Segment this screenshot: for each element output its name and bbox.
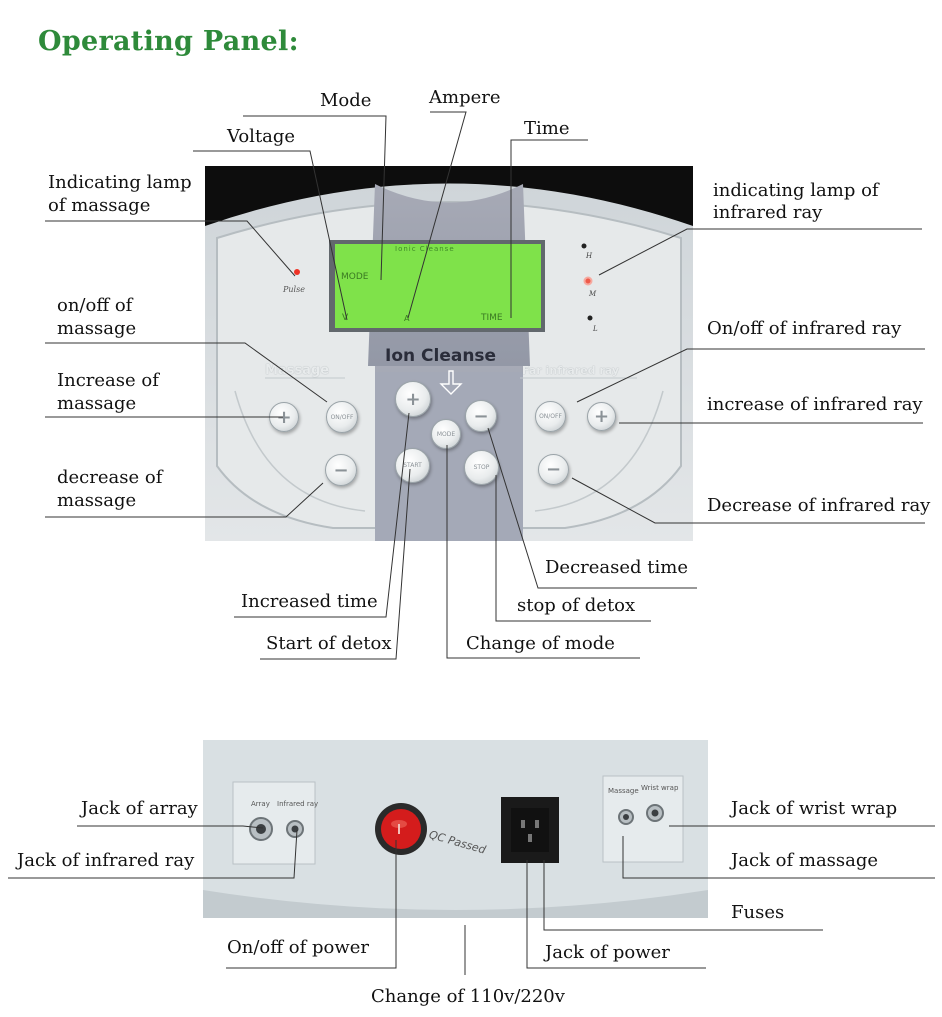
power-switch-icon[interactable]	[381, 809, 421, 849]
mode-button[interactable]: MODE	[431, 419, 461, 449]
label-decrease-massage-2: massage	[57, 490, 137, 511]
brand-label: Ion Cleanse	[385, 346, 497, 366]
back-panel-photo: Array Infrared ray Massage Wrist wrap QC…	[203, 740, 708, 918]
stop-label: STOP	[473, 464, 490, 471]
plus-icon: +	[276, 406, 292, 428]
start-label: START	[403, 462, 422, 469]
label-increase-massage-2: massage	[57, 393, 137, 414]
minus-icon: −	[545, 459, 562, 480]
label-change-mode: Change of mode	[466, 633, 615, 654]
label-decrease-massage-1: decrease of	[57, 467, 163, 488]
label-indicating-lamp-massage-2: of massage	[48, 195, 151, 216]
pulse-label: Pulse	[283, 285, 305, 294]
lcd-header: Ionic Cleanse	[395, 245, 455, 253]
page-title: Operating Panel:	[38, 26, 299, 57]
label-indicating-lamp-infrared-2: infrared ray	[713, 202, 823, 223]
massage-lamp-dot	[294, 269, 300, 275]
label-increase-infrared: increase of infrared ray	[707, 394, 923, 415]
time-plus-button[interactable]: +	[395, 381, 431, 417]
minus-icon: −	[473, 405, 489, 427]
stop-button[interactable]: STOP	[464, 450, 499, 485]
label-voltage: Voltage	[227, 126, 296, 147]
label-onoff-massage-2: massage	[57, 318, 137, 339]
label-indicating-lamp-infrared-1: indicating lamp of	[713, 180, 879, 201]
label-jack-power: Jack of power	[545, 942, 670, 963]
label-indicating-lamp-massage-1: Indicating lamp	[48, 172, 192, 193]
start-button[interactable]: START	[395, 448, 430, 483]
massage-section-label: Massage	[265, 363, 330, 378]
far-infrared-section-label: Far infrared ray	[522, 364, 620, 377]
jack-label-massage: Massage	[608, 787, 639, 795]
infrared-plus-button[interactable]: +	[587, 402, 616, 431]
label-jack-wrist: Jack of wrist wrap	[731, 798, 898, 819]
lcd-voltage-label: V	[342, 313, 349, 323]
infrared-minus-button[interactable]: −	[538, 454, 569, 485]
infrared-onoff-button[interactable]: ON/OFF	[535, 401, 566, 432]
onoff-label: ON/OFF	[539, 413, 562, 420]
front-panel-photo: Ionic Cleanse MODE V A TIME Pulse H M L …	[205, 166, 693, 541]
lamp-h-label: H	[586, 252, 593, 260]
label-start-detox: Start of detox	[266, 633, 392, 654]
massage-minus-button[interactable]: −	[325, 454, 357, 486]
jack-label-infrared: Infrared ray	[277, 800, 319, 808]
back-panel-drawing	[203, 740, 708, 918]
label-increase-massage-1: Increase of	[57, 370, 159, 391]
plus-icon: +	[593, 406, 610, 427]
label-decreased-time: Decreased time	[545, 557, 688, 578]
lcd-ampere-label: A	[404, 314, 410, 323]
label-time: Time	[524, 118, 570, 139]
label-decrease-infrared: Decrease of infrared ray	[707, 495, 931, 516]
lamp-m-label: M	[589, 290, 597, 298]
label-increased-time: Increased time	[241, 591, 378, 612]
label-stop-detox: stop of detox	[517, 595, 636, 616]
label-onoff-infrared: On/off of infrared ray	[707, 318, 902, 339]
plus-icon: +	[405, 388, 421, 410]
lcd-time-label: TIME	[481, 313, 503, 323]
label-ampere: Ampere	[429, 87, 501, 108]
mode-label: MODE	[436, 430, 456, 438]
label-mode: Mode	[320, 90, 372, 111]
minus-icon: −	[333, 459, 349, 481]
jack-label-wrist: Wrist wrap	[641, 784, 679, 792]
label-jack-massage: Jack of massage	[731, 850, 879, 871]
lamp-l-label: L	[593, 325, 598, 333]
jack-label-array: Array	[251, 800, 270, 808]
massage-onoff-button[interactable]: ON/OFF	[326, 401, 358, 433]
time-minus-button[interactable]: −	[465, 400, 497, 432]
label-fuses: Fuses	[731, 902, 785, 923]
front-panel-drawing	[205, 166, 693, 541]
lcd-mode-label: MODE	[341, 272, 369, 282]
label-jack-array: Jack of array	[81, 798, 198, 819]
label-onoff-massage-1: on/off of	[57, 295, 133, 316]
label-onoff-power: On/off of power	[227, 937, 370, 958]
onoff-label: ON/OFF	[330, 413, 354, 421]
label-jack-infrared: Jack of infrared ray	[17, 850, 195, 871]
label-change-voltage: Change of 110v/220v	[371, 986, 565, 1007]
